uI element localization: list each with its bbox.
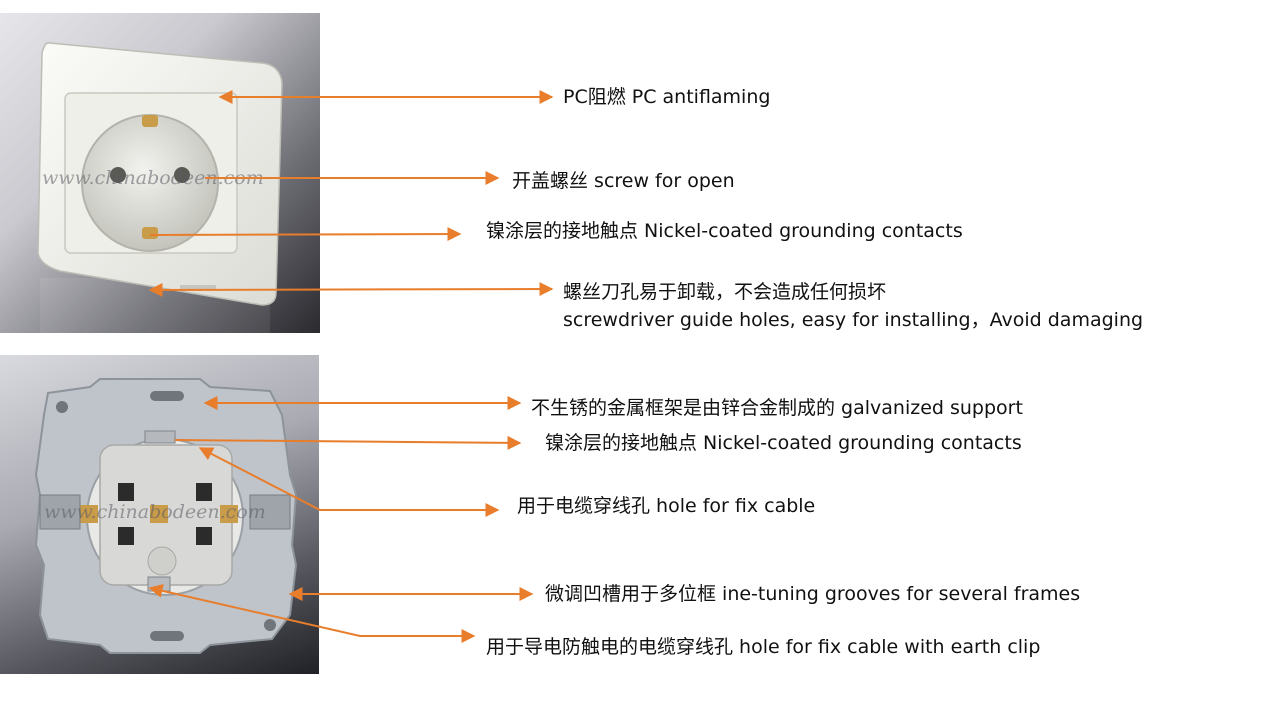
label-screwdriver-cn: 螺丝刀孔易于卸载，不会造成任何损坏 bbox=[563, 281, 887, 303]
terminal-hole bbox=[118, 527, 134, 545]
grounding-contact-strip bbox=[144, 430, 176, 444]
socket-front-photo: www.chinabodeen.com bbox=[0, 13, 320, 333]
brand-mark bbox=[180, 285, 216, 290]
label-screw-open: 开盖螺丝 screw for open bbox=[512, 170, 735, 192]
terminal-hole bbox=[118, 483, 134, 501]
ground-contact-bottom bbox=[142, 227, 158, 239]
label-screwdriver-en: screwdriver guide holes, easy for instal… bbox=[563, 309, 1144, 331]
pin-hole-left bbox=[110, 167, 126, 183]
earth-clip bbox=[147, 576, 171, 592]
terminal-screw bbox=[80, 505, 98, 523]
insert-knob bbox=[147, 546, 177, 576]
mount-hole bbox=[56, 401, 68, 413]
mount-slot-top bbox=[150, 391, 184, 401]
pin-hole-right bbox=[174, 167, 190, 183]
side-clamp-left bbox=[39, 494, 81, 530]
terminal-hole bbox=[196, 483, 212, 501]
label-grounding-top: 镍涂层的接地触点 Nickel-coated grounding contact… bbox=[486, 220, 963, 242]
ground-contact-top bbox=[142, 115, 158, 127]
socket-frame-photo: www.chinabodeen.com bbox=[0, 355, 319, 674]
watermark: www.chinabodeen.com bbox=[42, 167, 264, 189]
mount-hole bbox=[264, 619, 276, 631]
label-galvanized: 不生锈的金属框架是由锌合金制成的 galvanized support bbox=[531, 397, 1023, 419]
label-grooves: 微调凹槽用于多位框 ine-tuning grooves for several… bbox=[545, 583, 1081, 605]
label-antiflaming: PC阻燃 PC antiflaming bbox=[563, 86, 771, 108]
terminal-hole bbox=[196, 527, 212, 545]
label-earth-clip: 用于导电防触电的电缆穿线孔 hole for fix cable with ea… bbox=[486, 636, 1041, 658]
mount-slot-bottom bbox=[150, 631, 184, 641]
watermark: www.chinabodeen.com bbox=[44, 501, 266, 523]
terminal-screw bbox=[150, 505, 168, 523]
label-grounding-bottom: 镍涂层的接地触点 Nickel-coated grounding contact… bbox=[545, 432, 1022, 454]
socket-front-illustration bbox=[37, 41, 283, 333]
label-cable-hole: 用于电缆穿线孔 hole for fix cable bbox=[517, 495, 816, 517]
